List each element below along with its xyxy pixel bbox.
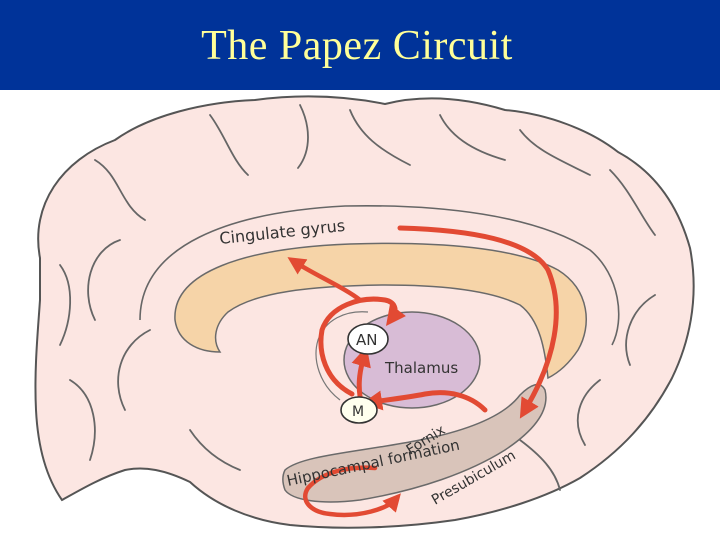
anterior-nucleus-circle (347, 323, 389, 355)
cingulate-boundary (139, 204, 620, 346)
arrow-mammillothalamic (351, 346, 371, 399)
label-an: AN (356, 331, 377, 349)
arrow-an-to-cingulate (318, 296, 406, 397)
mammillary-body-circle (340, 396, 378, 424)
label-m: M (352, 404, 364, 420)
title-bar: The Papez Circuit (0, 0, 720, 90)
circuit-arrows (287, 225, 559, 518)
gyral-folds (59, 104, 656, 491)
arrow-fornix (362, 390, 488, 413)
hippocampal-formation (282, 383, 547, 503)
arrow-into-cingulate-gyrus (287, 257, 363, 303)
label-thalamus: Thalamus (384, 359, 458, 377)
papez-circuit-diagram: Cingulate gyrus AN Thalamus M Fornix Hip… (34, 95, 695, 529)
arrow-cingulum (397, 225, 559, 419)
diencephalon-outline (315, 311, 369, 401)
slide-title: The Papez Circuit (201, 23, 513, 69)
arrow-hippocampal-loop (303, 465, 401, 518)
